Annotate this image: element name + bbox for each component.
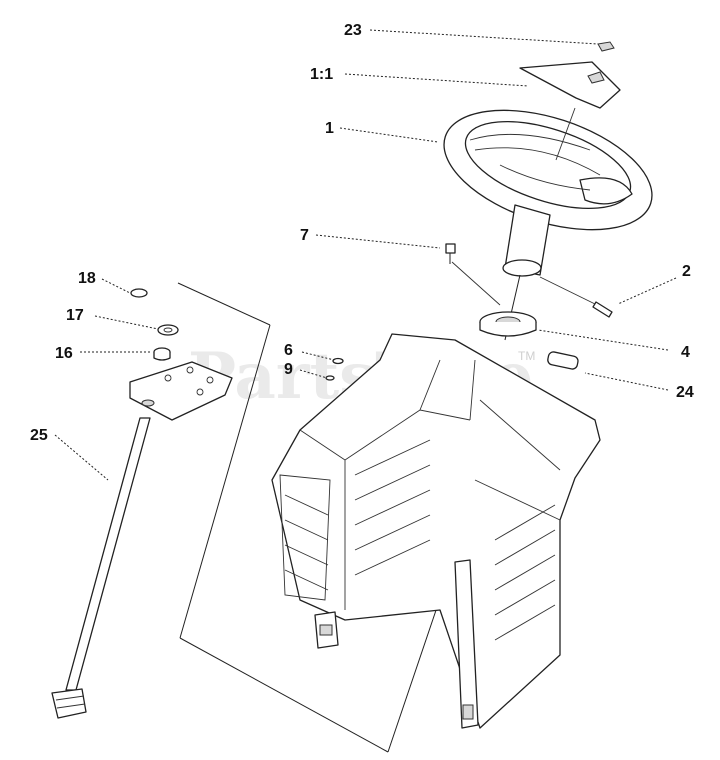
part-24-clip[interactable] bbox=[547, 351, 579, 370]
watermark-tm: TM bbox=[518, 349, 535, 363]
part-4-bushing[interactable] bbox=[479, 311, 537, 337]
part-17-washer[interactable] bbox=[157, 324, 179, 336]
callout-23: 23 bbox=[344, 22, 362, 39]
part-1-1-insert[interactable] bbox=[519, 61, 621, 109]
part-6-washer[interactable] bbox=[332, 357, 344, 365]
callout-16: 16 bbox=[55, 345, 73, 362]
part-25-shaft[interactable] bbox=[51, 417, 151, 719]
callout-1-1: 1:1 bbox=[310, 66, 333, 83]
part-23-cap[interactable] bbox=[597, 41, 615, 52]
part-7-bolt[interactable] bbox=[445, 243, 501, 306]
callout-4: 4 bbox=[681, 344, 690, 361]
callout-24: 24 bbox=[676, 384, 694, 401]
callout-1: 1 bbox=[325, 120, 334, 137]
callout-9: 9 bbox=[284, 361, 293, 378]
callout-18: 18 bbox=[78, 270, 96, 287]
part-9-screw[interactable] bbox=[325, 375, 335, 381]
dash-console-housing[interactable] bbox=[271, 333, 601, 729]
part-1-steering-wheel[interactable] bbox=[429, 87, 667, 253]
callout-leaders bbox=[54, 29, 677, 481]
callout-25: 25 bbox=[30, 427, 48, 444]
callout-7: 7 bbox=[300, 227, 309, 244]
part-18-washer[interactable] bbox=[130, 288, 148, 298]
callout-labels: 23 1:1 1 7 2 18 17 16 6 9 4 24 25 bbox=[30, 22, 694, 444]
steering-column[interactable] bbox=[502, 204, 551, 341]
part-2-pin[interactable] bbox=[539, 276, 613, 318]
callout-2: 2 bbox=[682, 263, 691, 280]
part-16-nut[interactable] bbox=[153, 347, 171, 361]
mounting-plate[interactable] bbox=[129, 361, 233, 421]
callout-6: 6 bbox=[284, 342, 293, 359]
callout-17: 17 bbox=[66, 307, 84, 324]
